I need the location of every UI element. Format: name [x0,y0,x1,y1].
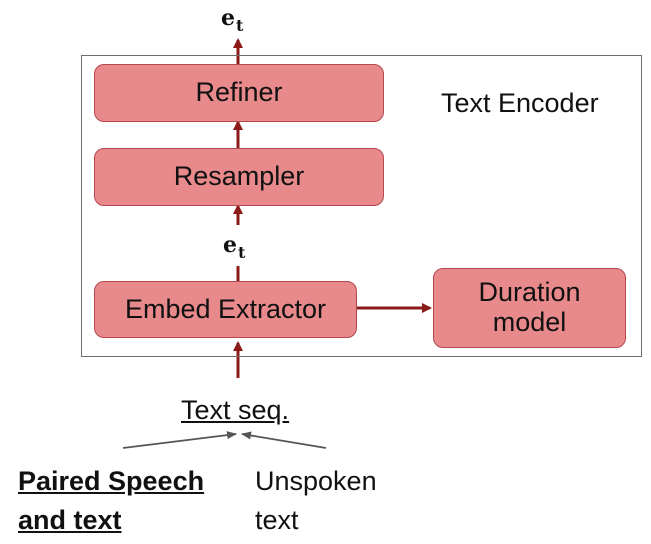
refiner-block: Refiner [94,64,384,122]
embed-extractor-label: Embed Extractor [124,293,327,324]
text-embedding-symbol: et [223,232,245,262]
text-seq-label: Text seq. [181,395,290,425]
unspoken-label-line1: Unspoken [255,466,377,496]
e-main: e [223,232,237,258]
text-encoder-label: Text Encoder [441,88,599,118]
resampler-label: Resampler [173,161,305,192]
refiner-label: Refiner [195,77,283,108]
output-embedding-symbol: ^et [221,0,243,35]
duration-model-block: Duration model [433,268,626,348]
embed-extractor-block: Embed Extractor [94,281,357,338]
e-sub: t [238,243,246,262]
hat-accent: ^ [222,0,238,13]
duration-label-line2: model [492,307,567,337]
duration-label-line1: Duration [478,277,581,308]
paired-speech-label-line2: and text [18,505,122,535]
e-hat-sub: t [236,16,244,35]
arrow-unspoken-to-textseq [241,431,327,449]
text-encoder-container [81,55,642,357]
unspoken-label-line2: text [255,505,299,535]
e-hat-main: e [221,5,235,31]
arrow-paired-to-textseq [122,431,237,449]
paired-speech-label-line1: Paired Speech [18,466,205,496]
resampler-block: Resampler [94,148,384,206]
